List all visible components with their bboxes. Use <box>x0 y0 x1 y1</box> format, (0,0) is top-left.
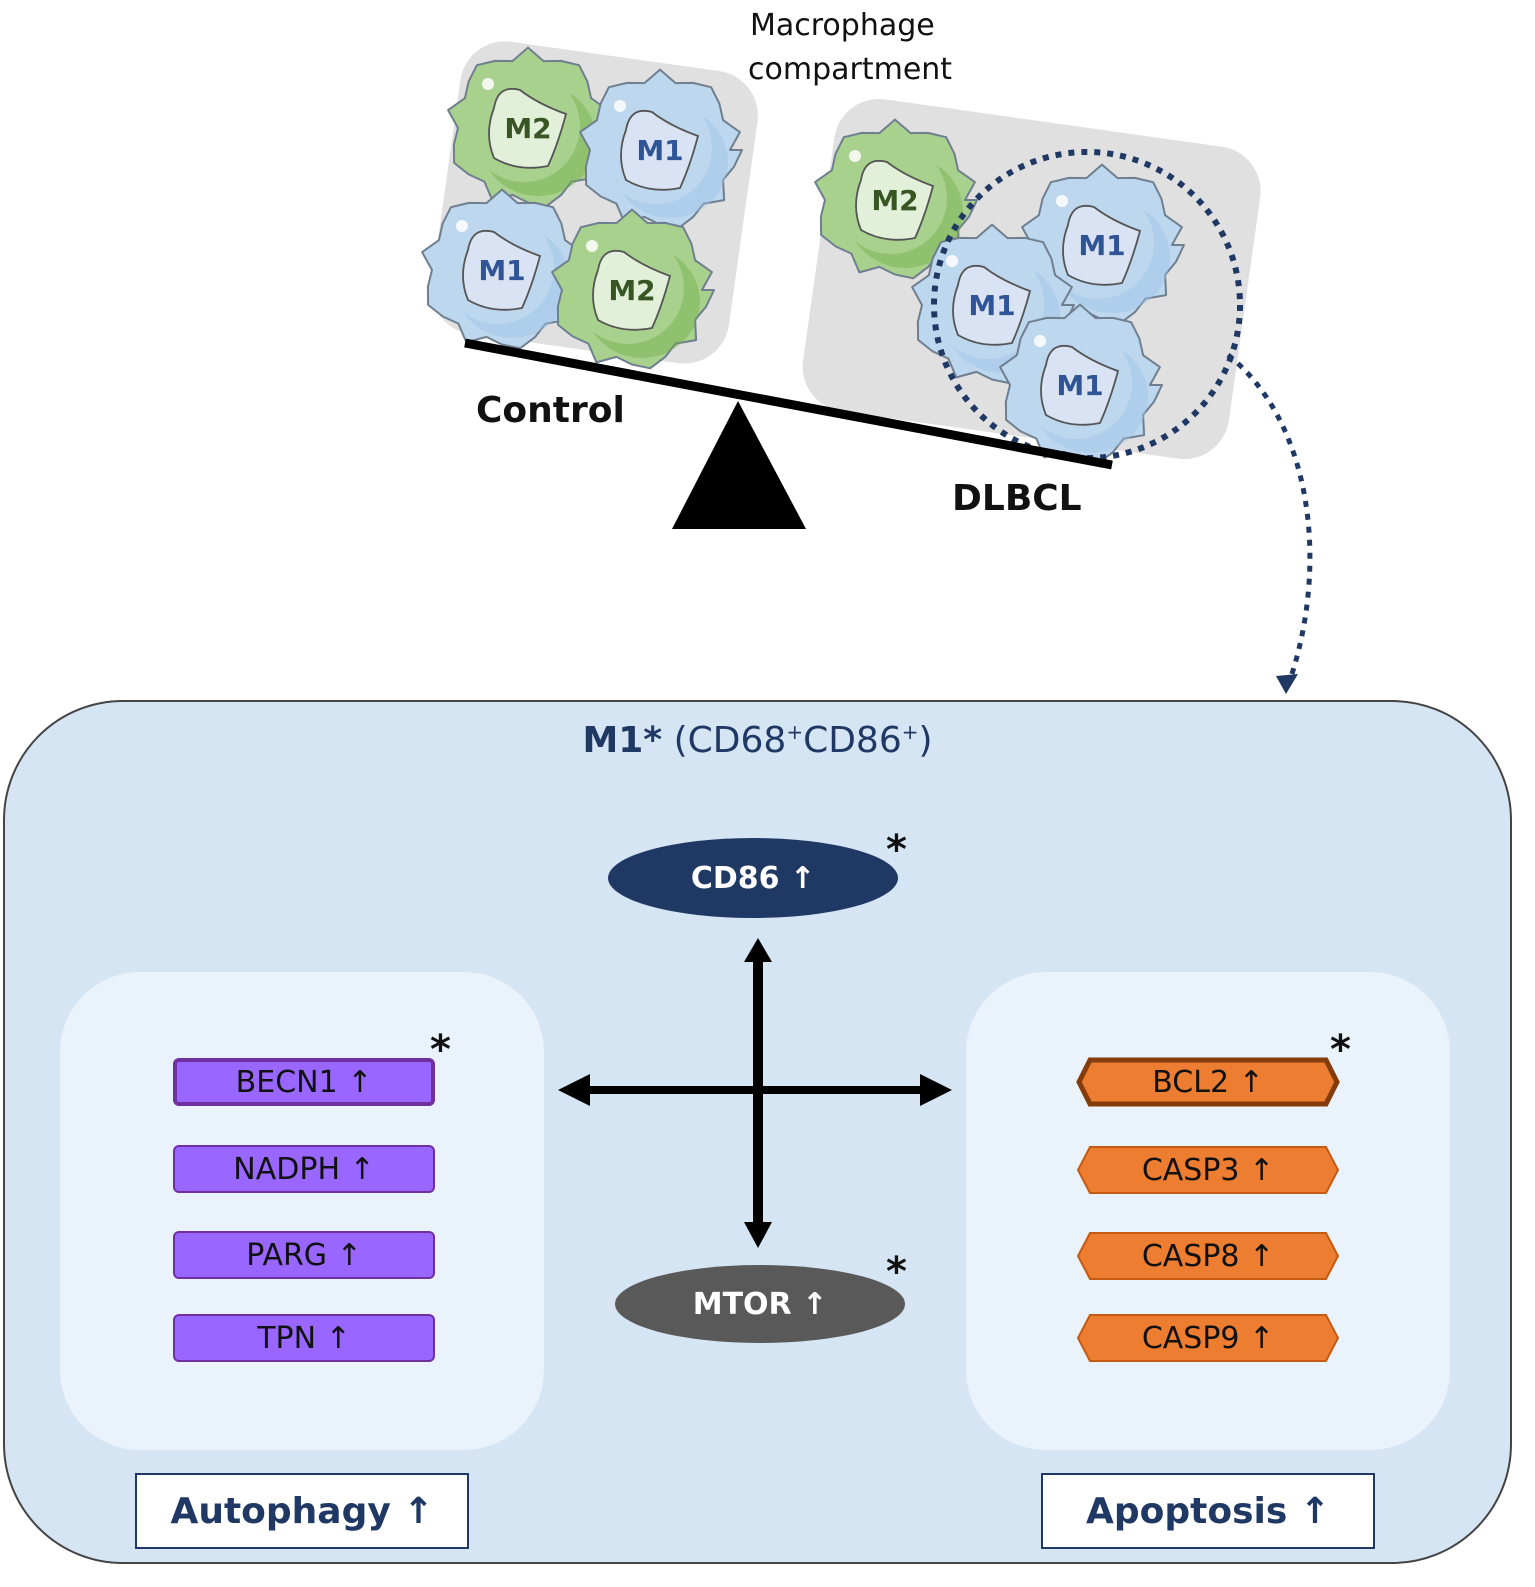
gene-nadph: NADPH ↑ <box>173 1145 435 1193</box>
gene-label: BCL2 ↑ <box>1152 1064 1264 1100</box>
cell-type-label: M1 <box>636 134 683 167</box>
m1-highlight-circle <box>931 149 1243 461</box>
marker-cd86-sup: + <box>901 720 919 744</box>
gene-label: NADPH ↑ <box>233 1151 375 1187</box>
control-cell-m2: M2 <box>447 46 611 208</box>
gene-casp3: CASP3 ↑ <box>1076 1145 1340 1195</box>
balance-beam <box>464 338 1113 470</box>
control-cell-m1: M1 <box>421 188 585 350</box>
gene-bcl2: BCL2 ↑ <box>1076 1057 1340 1107</box>
mtor-significance-star: * <box>886 1249 907 1295</box>
apoptosis-label: Apoptosis ↑ <box>1086 1490 1330 1532</box>
autophagy-label-box: Autophagy ↑ <box>135 1473 469 1549</box>
m1-title-paren: ( <box>662 720 688 761</box>
gene-tpn: TPN ↑ <box>173 1314 435 1362</box>
marker-cd86: CD86 <box>803 720 902 761</box>
dlbcl-cell-m2: M2 <box>814 118 978 280</box>
cell-type-label: M1 <box>1056 369 1103 402</box>
autophagy-subpanel <box>60 972 544 1450</box>
gene-casp8: CASP8 ↑ <box>1076 1231 1340 1281</box>
bcl2-significance-star: * <box>1330 1027 1351 1073</box>
control-label: Control <box>476 390 625 431</box>
becn1-significance-star: * <box>430 1027 451 1073</box>
m1-title-paren-close: ) <box>918 720 933 761</box>
gene-label: TPN ↑ <box>257 1320 351 1356</box>
gene-casp9: CASP9 ↑ <box>1076 1313 1340 1363</box>
cd86-node: CD86 ↑ <box>608 838 898 918</box>
gene-label: CASP8 ↑ <box>1141 1238 1275 1274</box>
mtor-label: MTOR ↑ <box>692 1286 828 1322</box>
m1-panel-title: M1* (CD68+CD86+) <box>0 720 1515 761</box>
gene-parg: PARG ↑ <box>173 1231 435 1279</box>
gene-label: PARG ↑ <box>246 1237 362 1273</box>
control-cell-m1: M1 <box>579 68 743 230</box>
cell-type-label: M1 <box>1078 229 1125 262</box>
apoptosis-label-box: Apoptosis ↑ <box>1041 1473 1375 1549</box>
control-cell-m2: M2 <box>551 208 715 370</box>
cd86-label: CD86 ↑ <box>690 860 816 896</box>
apoptosis-subpanel <box>966 972 1450 1450</box>
mtor-node: MTOR ↑ <box>615 1265 905 1343</box>
gene-label: BECN1 ↑ <box>235 1064 373 1100</box>
cell-type-label: M1 <box>478 254 525 287</box>
gene-label: CASP3 ↑ <box>1141 1152 1275 1188</box>
dlbcl-cell-m1: M1 <box>999 303 1163 465</box>
marker-cd68-sup: + <box>786 720 804 744</box>
dotted-link-arrowhead <box>1276 674 1298 694</box>
autophagy-label: Autophagy ↑ <box>170 1490 434 1532</box>
compartment-title-line1: Macrophage <box>750 8 935 43</box>
cd86-significance-star: * <box>886 827 907 873</box>
gene-label: CASP9 ↑ <box>1141 1320 1275 1356</box>
dotted-link-arrow <box>1226 353 1313 681</box>
balance-fulcrum <box>672 401 806 529</box>
marker-cd68: CD68 <box>687 720 787 761</box>
cell-type-label: M2 <box>504 112 551 145</box>
gene-becn1: BECN1 ↑ <box>173 1058 435 1106</box>
m1-title-bold: M1* <box>582 720 663 761</box>
cell-type-label: M1 <box>968 289 1015 322</box>
cell-type-label: M2 <box>871 184 918 217</box>
cell-type-label: M2 <box>608 274 655 307</box>
compartment-title-line2: compartment <box>748 52 953 87</box>
dlbcl-label: DLBCL <box>952 478 1082 519</box>
